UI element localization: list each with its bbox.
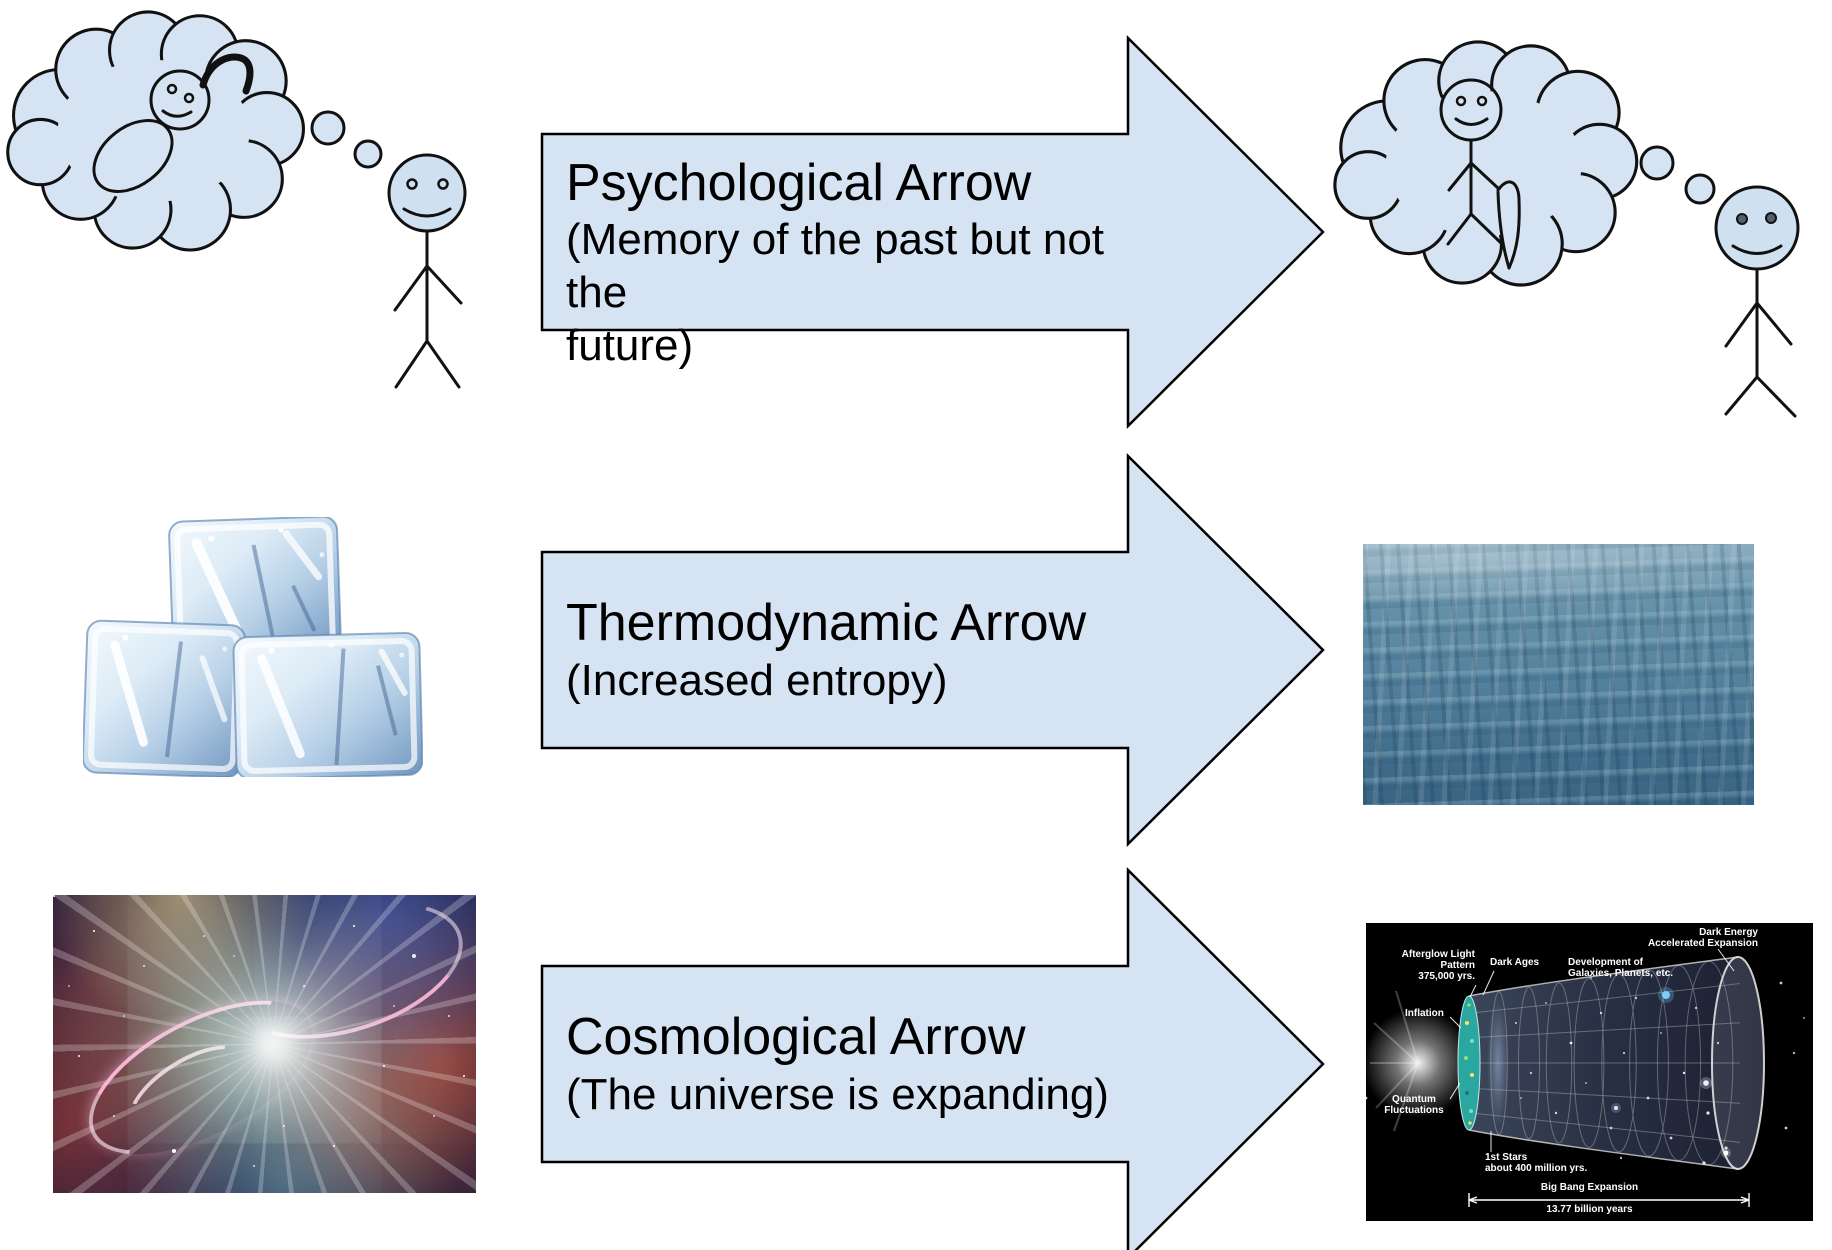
explosion-rays bbox=[53, 895, 476, 1193]
label-development-of-galaxies: Development of Galaxies, Planets, etc. bbox=[1568, 957, 1674, 980]
timeline-funnel-graphic bbox=[1366, 923, 1813, 1221]
thought-dots-left bbox=[310, 110, 383, 169]
row-subtitle: (The universe is expanding) bbox=[566, 1069, 1109, 1119]
praying-figure-in-cloud bbox=[1439, 78, 1521, 270]
cosmological-arrow-shape bbox=[540, 866, 1325, 1250]
ocean-water-image bbox=[1363, 544, 1754, 805]
thinker-figure-right bbox=[1714, 185, 1800, 418]
big-bang-explosion-image bbox=[53, 895, 476, 1193]
row-title: Psychological Arrow bbox=[566, 154, 1032, 212]
label-quantum-fluctuations: Quantum Fluctuations bbox=[1384, 1094, 1444, 1117]
row-subtitle: (Memory of the past but not the future) bbox=[566, 215, 1105, 370]
universe-expansion-timeline-image: Afterglow Light Pattern 375,000 yrs. Dar… bbox=[1366, 923, 1813, 1221]
thought-dots-right bbox=[1639, 145, 1716, 205]
label-billion-years: 13.77 billion years bbox=[1546, 1204, 1633, 1215]
explosion-stars bbox=[53, 895, 55, 897]
row-title: Thermodynamic Arrow bbox=[566, 594, 1087, 653]
memory-thought-cloud bbox=[6, 10, 383, 252]
row-title: Cosmological Arrow bbox=[566, 1008, 1026, 1067]
future-thought-cloud bbox=[1333, 40, 1716, 287]
label-dark-ages: Dark Ages bbox=[1490, 957, 1540, 968]
ice-cube-right bbox=[232, 631, 423, 777]
label-first-stars: 1st Stars about 400 million yrs. bbox=[1485, 1152, 1588, 1175]
thermodynamic-arrow-shape bbox=[540, 452, 1325, 848]
thinker-figure-left bbox=[387, 153, 467, 389]
cosmological-arrow-label: Cosmological Arrow (The universe is expa… bbox=[566, 966, 1166, 1162]
psychological-arrow-shape bbox=[540, 34, 1325, 430]
row-subtitle: (Increased entropy) bbox=[566, 655, 948, 705]
label-inflation: Inflation bbox=[1405, 1008, 1444, 1019]
label-dark-energy: Dark Energy Accelerated Expansion bbox=[1647, 927, 1758, 950]
label-big-bang-expansion: Big Bang Expansion bbox=[1540, 1182, 1639, 1193]
label-afterglow-light-pattern: Afterglow Light Pattern 375,000 yrs. bbox=[1401, 949, 1475, 983]
psychological-arrow-label: Psychological Arrow (Memory of the past … bbox=[566, 134, 1166, 370]
ice-cubes-image bbox=[83, 517, 423, 777]
ice-cube-left bbox=[83, 619, 247, 777]
lying-figure-in-cloud bbox=[92, 53, 254, 193]
thermodynamic-arrow-label: Thermodynamic Arrow (Increased entropy) bbox=[566, 552, 1166, 748]
